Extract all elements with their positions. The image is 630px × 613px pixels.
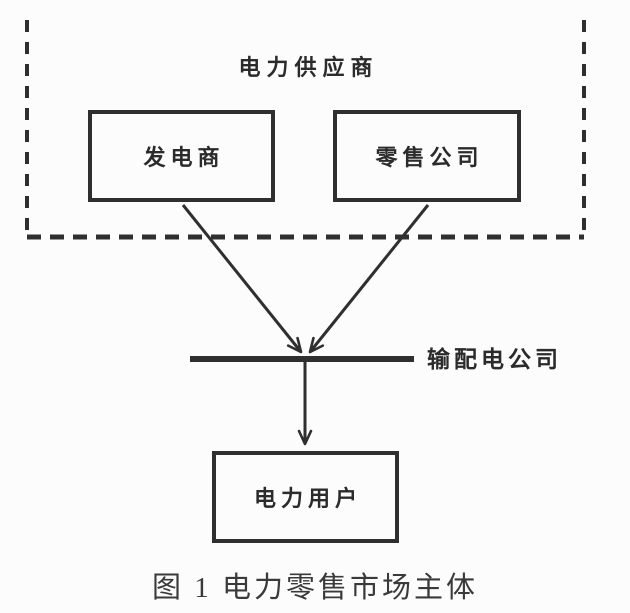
node-grid-company-label: 输配电公司 xyxy=(427,346,562,372)
node-retailer: 零售公司 xyxy=(333,110,521,202)
node-consumer-label: 电力用户 xyxy=(253,486,362,511)
node-generator-label: 发电商 xyxy=(143,145,225,170)
figure-caption: 图 1 电力零售市场主体 xyxy=(151,572,478,604)
arrow-generator-to-grid xyxy=(181,204,303,354)
node-consumer: 电力用户 xyxy=(212,451,399,543)
node-generator: 发电商 xyxy=(88,110,275,202)
supplier-group-label: 电力供应商 xyxy=(238,55,379,80)
arrow-retailer-to-grid xyxy=(308,204,430,354)
node-retailer-label: 零售公司 xyxy=(375,145,484,170)
